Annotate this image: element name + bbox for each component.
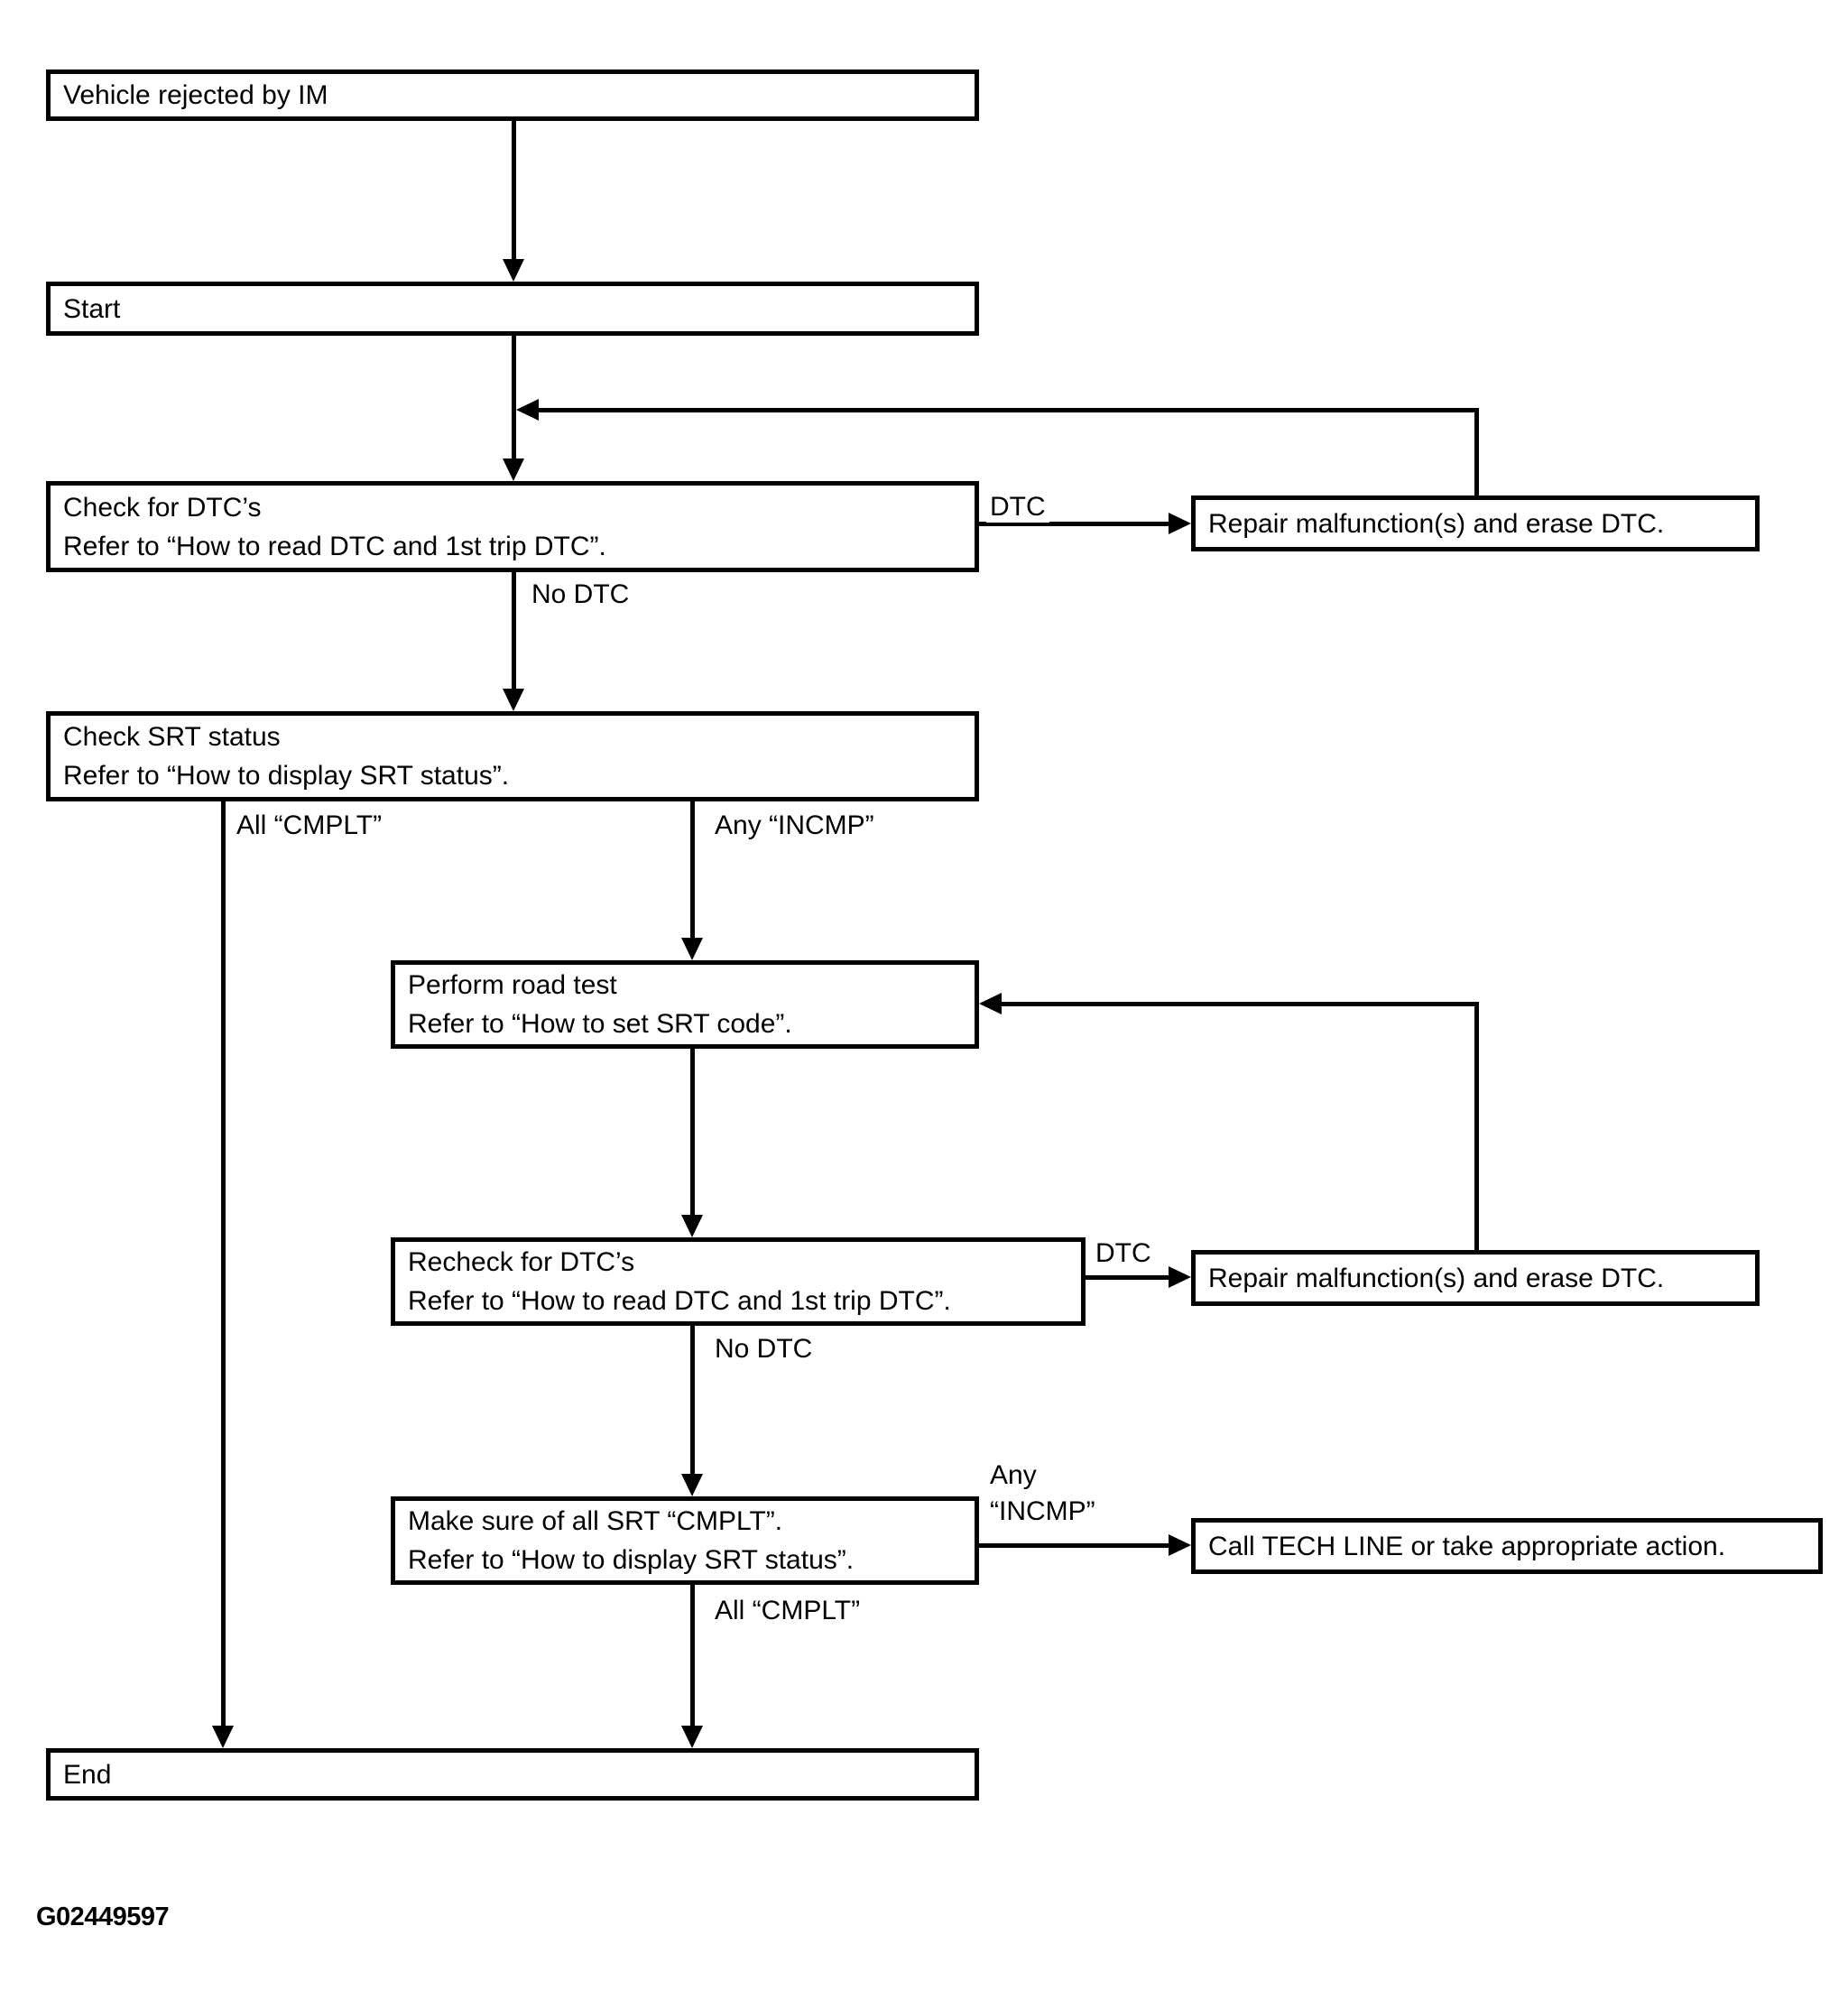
node-text: Refer to “How to display SRT status”. [63, 761, 510, 791]
connector-dtc2 [1086, 1275, 1170, 1280]
arrowhead-down-icon [503, 458, 524, 481]
connector-all-cmplt2 [690, 1585, 695, 1727]
connector-feedback1-horizontal [534, 408, 1479, 412]
node-text: Refer to “How to read DTC and 1st trip D… [63, 531, 606, 561]
node-text: Refer to “How to display SRT status”. [408, 1545, 855, 1575]
node-text: Recheck for DTC’s [408, 1247, 635, 1277]
edge-label-all-cmplt-2: All “CMPLT” [711, 1596, 864, 1626]
arrowhead-down-icon [681, 938, 703, 960]
connector-nodtc2 [690, 1326, 695, 1476]
edge-label-no-dtc-2: No DTC [711, 1334, 817, 1365]
flow-node-repair-2: Repair malfunction(s) and erase DTC. [1191, 1250, 1760, 1306]
connector-start-checkdtc [512, 336, 516, 458]
node-text: Start [63, 293, 121, 324]
arrowhead-left-icon [516, 399, 539, 421]
flow-node-check-dtc: Check for DTC’s Refer to “How to read DT… [46, 481, 979, 572]
flow-node-check-srt: Check SRT status Refer to “How to displa… [46, 711, 979, 801]
arrowhead-down-icon [503, 689, 524, 711]
node-text: Check for DTC’s [63, 492, 262, 523]
arrowhead-down-icon [503, 259, 524, 282]
connector-any-incmp2 [979, 1543, 1170, 1548]
node-text: Perform road test [408, 970, 617, 1000]
connector-all-cmplt1 [221, 801, 226, 1728]
edge-label-all-cmplt-1: All “CMPLT” [233, 810, 386, 841]
arrowhead-down-icon [212, 1726, 234, 1748]
node-text: Repair malfunction(s) and erase DTC. [1208, 508, 1665, 539]
edge-label-dtc-2: DTC [1092, 1238, 1155, 1269]
flow-node-vehicle-rejected: Vehicle rejected by IM [46, 69, 979, 121]
connector-any-incmp1 [690, 801, 695, 940]
arrowhead-left-icon [979, 993, 1002, 1014]
edge-label-any-incmp-1: Any “INCMP” [711, 810, 878, 841]
connector-feedback2-vertical [1474, 1002, 1479, 1250]
arrowhead-down-icon [681, 1215, 703, 1237]
arrowhead-down-icon [681, 1726, 703, 1748]
connector-dtc1 [979, 522, 1170, 526]
arrowhead-right-icon [1169, 1534, 1191, 1556]
flow-node-make-sure-srt: Make sure of all SRT “CMPLT”. Refer to “… [391, 1496, 979, 1585]
flow-node-end: End [46, 1748, 979, 1801]
connector-vehicle-start [512, 121, 516, 259]
node-text: Make sure of all SRT “CMPLT”. [408, 1506, 783, 1536]
node-text: End [63, 1759, 112, 1790]
flow-node-recheck-dtc: Recheck for DTC’s Refer to “How to read … [391, 1237, 1086, 1326]
node-text: Refer to “How to read DTC and 1st trip D… [408, 1286, 951, 1316]
flow-node-start: Start [46, 282, 979, 336]
node-text: Vehicle rejected by IM [63, 80, 328, 110]
figure-code: G02449597 [36, 1903, 170, 1931]
connector-feedback1-vertical [1474, 408, 1479, 495]
node-text: Call TECH LINE or take appropriate actio… [1208, 1531, 1726, 1561]
connector-nodtc1 [512, 572, 516, 689]
edge-label-no-dtc-1: No DTC [528, 579, 633, 610]
flow-node-repair-1: Repair malfunction(s) and erase DTC. [1191, 495, 1760, 551]
node-text: Refer to “How to set SRT code”. [408, 1009, 792, 1039]
node-text: Repair malfunction(s) and erase DTC. [1208, 1263, 1665, 1293]
arrowhead-down-icon [681, 1474, 703, 1496]
edge-label-any-incmp-2-line1: Any [986, 1460, 1040, 1491]
node-text: Check SRT status [63, 722, 281, 752]
edge-label-dtc-1: DTC [986, 492, 1049, 523]
arrowhead-right-icon [1169, 513, 1191, 534]
connector-roadtest-recheck [690, 1049, 695, 1218]
arrowhead-right-icon [1169, 1266, 1191, 1288]
flow-node-tech-line: Call TECH LINE or take appropriate actio… [1191, 1518, 1823, 1574]
connector-feedback2-horizontal [997, 1002, 1479, 1006]
flow-node-road-test: Perform road test Refer to “How to set S… [391, 960, 979, 1049]
edge-label-any-incmp-2-line2: “INCMP” [986, 1496, 1099, 1527]
